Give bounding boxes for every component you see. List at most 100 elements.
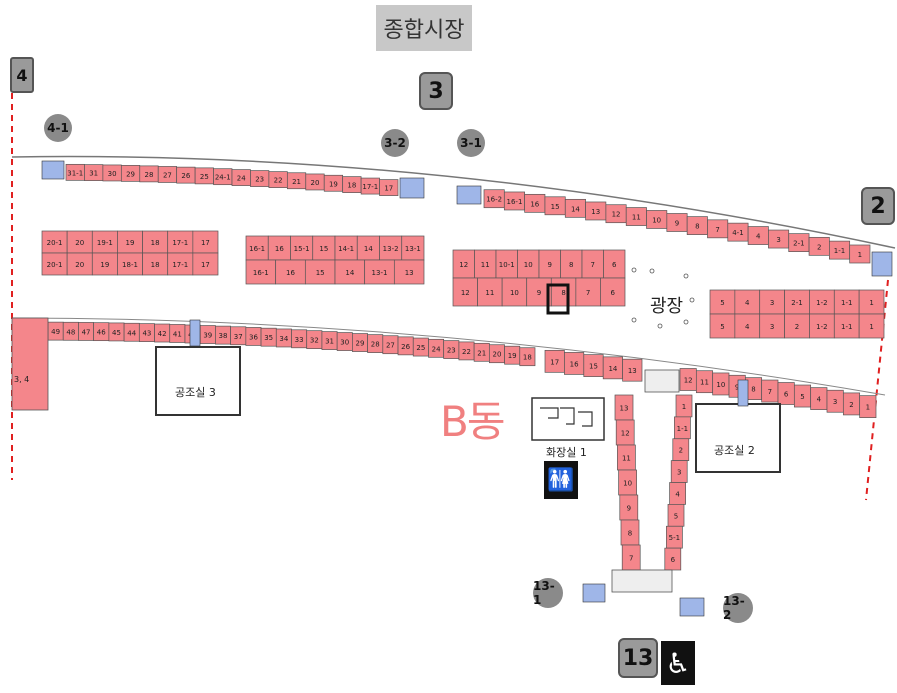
store-block-c-bottom-0[interactable] — [452, 277, 478, 307]
gate-3-marker[interactable]: 3 — [419, 72, 453, 110]
store-top-left-8-label: 24-1 — [215, 174, 231, 182]
gate-4-marker[interactable]: 4 — [10, 57, 34, 93]
store-corridor-left-0-label: 13 — [620, 405, 629, 413]
store-block-d-top-2[interactable] — [759, 289, 785, 315]
gate-13-marker[interactable]: 13 — [618, 638, 658, 678]
store-top-left-5-label: 27 — [163, 171, 172, 179]
store-bottom-left-0-label: 49 — [51, 328, 60, 336]
store-corridor-left-2-label: 11 — [622, 455, 631, 463]
store-bottom-left-29-label: 20 — [492, 351, 501, 359]
store-block-b-bottom-2[interactable] — [304, 259, 336, 285]
store-block-d-top-1-label: 4 — [745, 299, 750, 307]
store-block-c-bottom-4[interactable] — [550, 277, 577, 307]
gate-4-1-marker[interactable]: 4-1 — [44, 114, 72, 142]
stairs-ac2 — [737, 379, 749, 407]
store-block-c-bottom-6[interactable] — [600, 277, 626, 307]
store-corridor-left-6-label: 7 — [629, 555, 633, 563]
store-block-d-top-2-label: 3 — [770, 299, 774, 307]
store-corridor-right-7-label: 6 — [671, 556, 676, 564]
store-block-c-top-1-label: 11 — [481, 261, 490, 269]
store-bottom-right-8-label: 4 — [817, 396, 822, 404]
store-corridor-right-5-label: 5 — [674, 512, 678, 520]
store-corridor-left-4-label: 9 — [627, 505, 631, 513]
store-block-c-bottom-2-label: 10 — [510, 289, 519, 297]
store-block-a-bottom-4-label: 18 — [151, 261, 160, 269]
store-block-d-top-5-label: 1-1 — [841, 299, 852, 307]
store-top-right-11-label: 7 — [715, 226, 719, 234]
store-top-left-4-label: 28 — [145, 171, 154, 179]
gate-3-2-marker[interactable]: 3-2 — [381, 129, 409, 157]
store-block-b-bottom-1-label: 16 — [286, 269, 295, 277]
store-block-a-bottom-5-label: 17-1 — [172, 261, 188, 269]
store-block-c-top-0-label: 12 — [459, 261, 468, 269]
store-block-b-bottom-1[interactable] — [275, 259, 306, 285]
store-block-c-top-6-label: 7 — [591, 261, 595, 269]
store-block-d-top-0[interactable] — [709, 289, 736, 315]
store-bottom-left-24-label: 25 — [416, 344, 425, 352]
store-bottom-right-11-label: 1 — [866, 404, 870, 412]
store-bottom-left-11-label: 38 — [219, 332, 228, 340]
store-block-d-top-3-label: 2-1 — [791, 299, 802, 307]
store-bottom-left-27-label: 22 — [462, 348, 471, 356]
store-bottom-right-10-label: 2 — [849, 401, 853, 409]
store-block-a-top-6-label: 17 — [201, 239, 210, 247]
store-top-left-3-label: 29 — [126, 170, 135, 178]
store-block-d-bottom-1[interactable] — [734, 313, 761, 339]
store-top-right-18[interactable] — [849, 244, 871, 264]
store-top-left-12-label: 21 — [292, 178, 301, 186]
store-corridor-right-1-label: 1-1 — [677, 425, 688, 433]
store-bottom-left-17-label: 32 — [310, 337, 319, 345]
store-block-a-top-0-label: 20-1 — [47, 239, 63, 247]
store-top-left-11-label: 22 — [274, 177, 283, 185]
store-block-d-bottom-6[interactable] — [858, 313, 885, 339]
store-bottom-left-31[interactable] — [519, 347, 536, 367]
store-block-d-bottom-5[interactable] — [833, 313, 860, 339]
store-row-bottom: 4948474645444342414039383736353433323130… — [47, 321, 877, 419]
store-block-d-bottom-3[interactable] — [784, 313, 810, 339]
store-block-d-bottom-2-label: 3 — [770, 323, 774, 331]
store-top-left-14-label: 19 — [329, 180, 338, 188]
store-block-c-bottom-1[interactable] — [477, 277, 503, 307]
escalator-13 — [611, 569, 673, 593]
store-block-d-bottom-0-label: 5 — [720, 323, 724, 331]
gate-13-2-marker[interactable]: 13-2 — [723, 593, 753, 623]
store-block-d-top-0-label: 5 — [720, 299, 724, 307]
store-corridor-right-7[interactable] — [664, 547, 682, 571]
store-block-d-bottom-2[interactable] — [759, 313, 785, 339]
store-block-b-top-5-label: 14 — [364, 245, 373, 253]
store-3-4[interactable] — [11, 317, 49, 411]
store-block-a-top-3-label: 19 — [126, 239, 135, 247]
store-block-b-bottom-5[interactable] — [393, 259, 425, 285]
store-block-c-top-5-label: 8 — [569, 261, 573, 269]
store-bottom-mid-4[interactable] — [622, 358, 643, 382]
store-bottom-right-11[interactable] — [859, 395, 877, 419]
store-block-d-bottom-1-label: 4 — [745, 323, 750, 331]
store-top-right-7-label: 11 — [632, 214, 641, 222]
store-bottom-left-25-label: 24 — [432, 345, 441, 353]
store-block-b-bottom-4[interactable] — [364, 259, 395, 285]
store-bottom-left-10-label: 39 — [203, 332, 212, 340]
gate-2-marker[interactable]: 2 — [861, 187, 895, 225]
store-block-a-bottom-6[interactable] — [192, 252, 219, 276]
gate-13-1-marker[interactable]: 13-1 — [533, 578, 563, 608]
store-block-d-top-3[interactable] — [784, 289, 810, 315]
store-bottom-left-20-label: 29 — [356, 340, 365, 348]
store-block-b-top-3-label: 15 — [319, 245, 328, 253]
store-block-b-top-1-label: 16 — [275, 245, 284, 253]
gate-3-1-marker[interactable]: 3-1 — [457, 129, 485, 157]
stairs-2 — [871, 251, 893, 277]
store-block-d-bottom-6-label: 1 — [869, 323, 873, 331]
store-top-left-17[interactable] — [379, 179, 399, 196]
highlight-store-frame[interactable] — [546, 283, 570, 315]
store-corridor-right-2-label: 2 — [679, 447, 683, 455]
ac-room-3-label: 공조실 3 — [175, 386, 216, 399]
store-block-d-bottom-3-label: 2 — [795, 323, 799, 331]
store-block-d-top-4[interactable] — [809, 289, 835, 315]
store-block-d-top-6-label: 1 — [869, 299, 873, 307]
store-bottom-left-19-label: 30 — [340, 339, 349, 347]
store-top-right-16-label: 2 — [817, 243, 821, 251]
store-block-d-top-1[interactable] — [734, 289, 761, 315]
store-block-b-bottom-3-label: 14 — [345, 269, 354, 277]
